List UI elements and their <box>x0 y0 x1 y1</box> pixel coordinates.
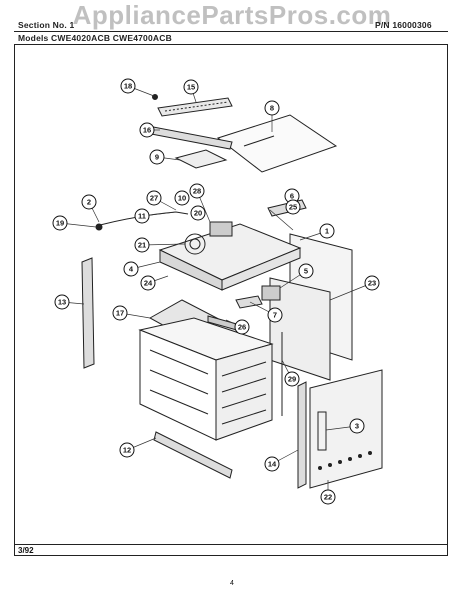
top-rail <box>157 97 233 117</box>
callout-25: 25 <box>289 203 297 212</box>
callout-8: 8 <box>270 104 274 113</box>
callout-26: 26 <box>238 323 246 332</box>
callout-16: 16 <box>143 126 151 135</box>
callout-7: 7 <box>273 311 277 320</box>
callout-19: 19 <box>56 219 64 228</box>
footer-rule <box>14 544 448 545</box>
callout-18: 18 <box>124 82 132 91</box>
callout-11: 11 <box>138 212 146 221</box>
callout-6: 6 <box>290 192 294 201</box>
callout-24: 24 <box>144 279 153 288</box>
side-trim-left <box>81 257 95 369</box>
models-label: Models CWE4020ACB CWE4700ACB <box>18 33 172 43</box>
small-panel <box>174 149 228 169</box>
callout-5: 5 <box>304 267 308 276</box>
callout-13: 13 <box>58 298 66 307</box>
callout-4: 4 <box>129 265 134 274</box>
callout-20: 20 <box>194 209 202 218</box>
switch-block <box>209 221 233 237</box>
callout-15: 15 <box>187 83 195 92</box>
callout-28: 28 <box>193 187 201 196</box>
callout-10: 10 <box>178 194 186 203</box>
callout-2: 2 <box>87 198 91 207</box>
section-label: Section No. 1 <box>18 20 75 30</box>
callout-9: 9 <box>155 153 159 162</box>
callout-29: 29 <box>288 375 296 384</box>
revision-date: 3/92 <box>18 546 34 555</box>
callout-23: 23 <box>368 279 376 288</box>
header-rule <box>14 31 448 32</box>
part-number: P/N 16000306 <box>375 20 432 30</box>
callout-3: 3 <box>355 422 359 431</box>
bottom-trim <box>153 431 233 479</box>
diagram-frame <box>14 44 448 556</box>
callout-17: 17 <box>116 309 124 318</box>
callout-27: 27 <box>150 194 158 203</box>
callout-14: 14 <box>268 460 277 469</box>
top-panel <box>216 114 338 173</box>
callout-22: 22 <box>324 493 332 502</box>
oven-liner-back <box>269 277 331 381</box>
oven-cavity <box>138 317 274 441</box>
callout-1: 1 <box>325 227 329 236</box>
callout-12: 12 <box>123 446 131 455</box>
side-trim-right <box>297 381 307 489</box>
control-panel <box>309 369 383 489</box>
page-number: 4 <box>230 580 234 587</box>
watermark: AppliancePartsPros.com <box>72 0 392 30</box>
callout-21: 21 <box>138 241 146 250</box>
